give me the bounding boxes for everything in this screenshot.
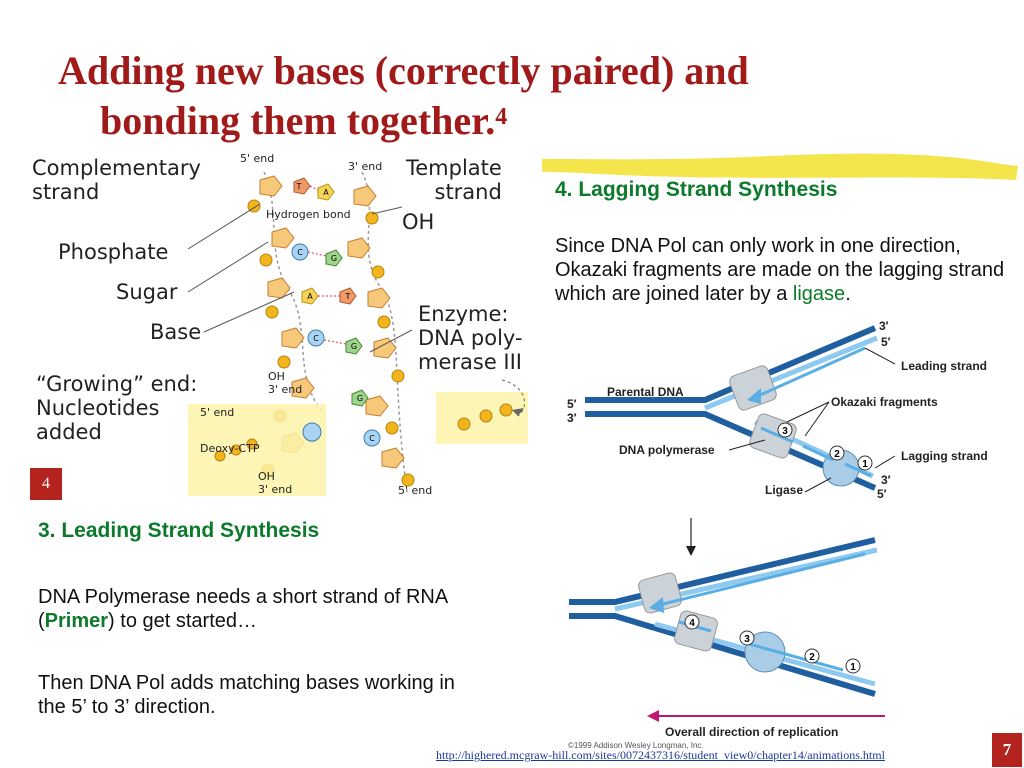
five-prime-end-mid: 5' end — [200, 406, 235, 419]
dna-polymerase-label: DNA polymerase — [619, 443, 715, 457]
paragraph-text: DNA Polymerase needs a short strand of R… — [38, 586, 448, 632]
base-letter: T — [345, 292, 351, 301]
five-prime-label-left: 5′ — [567, 397, 577, 411]
base-letter: C — [369, 434, 375, 443]
title-line-1: Adding new bases (correctly paired) and — [58, 48, 749, 93]
title-line-2-text: bonding them together. — [100, 98, 496, 143]
replication-fork-top: 3 2 1 3′ 5′ Leading strand Parental DNA … — [567, 319, 988, 501]
leading-strand-paragraph-1: DNA Polymerase needs a short strand of R… — [38, 585, 488, 633]
replication-fork-diagram: 3 2 1 3′ 5′ Leading strand Parental DNA … — [567, 319, 988, 739]
okazaki-fragments-label: Okazaki fragments — [831, 395, 938, 409]
lagging-strand-label: Lagging strand — [901, 449, 988, 463]
three-prime-label-top: 3′ — [879, 319, 889, 333]
base-letter: G — [331, 254, 337, 263]
okazaki-fragment-number: 3 — [782, 426, 788, 437]
lagging-strand-paragraph: Since DNA Pol can only work in one direc… — [555, 234, 1005, 306]
hydrogen-bond-label: Hydrogen bond — [266, 208, 351, 221]
paragraph-text: . — [845, 283, 851, 305]
leading-strand-paragraph-2: Then DNA Pol adds matching bases working… — [38, 672, 455, 718]
five-prime-end-bottom: 5' end — [398, 484, 433, 497]
okazaki-fragment-number: 4 — [689, 618, 695, 629]
deoxy-ctp-label: Deoxy-CTP — [200, 442, 260, 455]
five-prime-label-top: 5′ — [881, 335, 891, 349]
five-prime-label-bottom: 5′ — [877, 487, 887, 501]
base-letter: G — [357, 394, 363, 403]
title-line-2: bonding them together.4 — [58, 96, 878, 146]
page-number: 7 — [992, 733, 1022, 767]
base-letter: A — [307, 292, 313, 301]
growing-end-label: “Growing” end: Nucleotides added — [36, 372, 198, 444]
oh-label: OH — [402, 210, 435, 234]
source-link[interactable]: http://highered.mcgraw-hill.com/sites/00… — [436, 748, 885, 762]
three-prime-label-bottom: 3′ — [881, 473, 891, 487]
primer-term: Primer — [44, 610, 109, 632]
paragraph-text: Since DNA Pol can only work in one direc… — [555, 235, 1005, 305]
left-arrow-icon — [647, 710, 659, 722]
okazaki-fragment-number: 2 — [809, 652, 815, 663]
replication-fork-bottom: 4 3 2 1 Overall direction of replication — [569, 537, 885, 739]
title-superscript: 4 — [495, 104, 508, 130]
oh-three-prime-bottom: OH 3' end — [258, 470, 293, 496]
parental-dna-label: Parental DNA — [607, 385, 684, 399]
down-arrow-icon — [686, 546, 696, 556]
okazaki-fragment-number: 1 — [850, 662, 856, 673]
figure-copyright: ©1999 Addison Wesley Longman, Inc. — [568, 741, 704, 750]
three-prime-label-left: 3′ — [567, 411, 577, 425]
sugar-label: Sugar — [116, 280, 178, 304]
five-prime-end-top: 5' end — [240, 152, 275, 165]
paragraph-text: ) to get started… — [108, 610, 258, 632]
oh-three-prime-top: OH 3' end — [268, 370, 303, 396]
overall-direction-label: Overall direction of replication — [665, 725, 838, 739]
base-letter: A — [323, 188, 329, 197]
leading-strand-heading: 3. Leading Strand Synthesis — [38, 519, 320, 542]
dna-structure-figure: T A C G A T C G G C C — [32, 152, 542, 498]
base-label: Base — [150, 320, 202, 344]
base-letter: C — [297, 248, 303, 257]
base-letter: C — [313, 334, 319, 343]
three-prime-end-top: 3' end — [348, 160, 383, 173]
okazaki-fragment-number: 1 — [862, 459, 868, 470]
dna-ladder-drawing: T A C G A T C G G C C — [187, 171, 528, 496]
ligase-term: ligase — [792, 283, 846, 305]
leading-strand-label: Leading strand — [901, 359, 987, 373]
ligase-label: Ligase — [765, 483, 803, 497]
base-letter: T — [296, 182, 302, 191]
okazaki-fragment-number: 2 — [834, 449, 840, 460]
template-strand-label: Template strand — [406, 156, 502, 204]
lagging-strand-heading: 4. Lagging Strand Synthesis — [555, 178, 838, 201]
figure-number-badge: 4 — [30, 468, 62, 500]
base-letter: G — [351, 342, 357, 351]
phosphate-label: Phosphate — [58, 240, 169, 264]
slide-title: Adding new bases (correctly paired) and … — [58, 46, 878, 146]
okazaki-fragment-number: 3 — [744, 634, 750, 645]
enzyme-label: Enzyme: DNA poly- merase III — [418, 302, 523, 374]
complementary-strand-label: Complementary strand — [32, 156, 201, 204]
